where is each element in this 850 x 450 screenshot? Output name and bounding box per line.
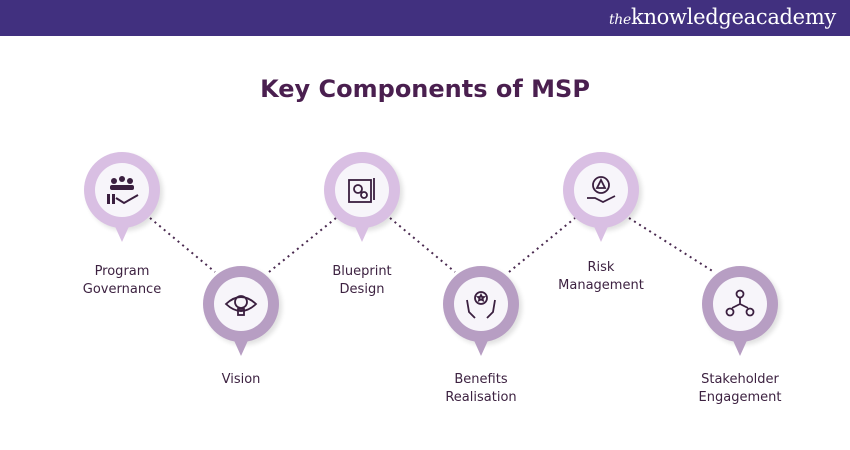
- label-line: Program: [94, 264, 150, 279]
- eye-bulb-icon: [224, 295, 258, 316]
- logo-prefix: the: [608, 12, 632, 28]
- connector-line: [508, 217, 576, 273]
- pin-blueprint-design: [324, 152, 400, 248]
- label-line: Realisation: [445, 390, 517, 405]
- label-line: Risk: [587, 260, 615, 275]
- label-line: Management: [558, 278, 644, 293]
- label-vision: Vision: [171, 371, 311, 389]
- blueprint-icon: [348, 178, 375, 203]
- pin-vision: [203, 266, 279, 362]
- label-line: Engagement: [698, 390, 782, 405]
- header-bar: theknowledgeacademy: [0, 0, 850, 36]
- label-line: Governance: [82, 282, 162, 297]
- logo-main: knowledgeacademy: [631, 5, 836, 29]
- connector-line: [149, 217, 216, 273]
- pin-benefits-realisation: [443, 266, 519, 362]
- brand-logo[interactable]: theknowledgeacademy: [609, 5, 836, 29]
- page-title: Key Components of MSP: [260, 75, 590, 103]
- label-line: Vision: [221, 372, 261, 387]
- stakeholder-network-icon: [725, 289, 755, 317]
- pin-risk-management: [563, 152, 639, 248]
- pin-program-governance: [84, 152, 160, 248]
- label-line: Blueprint: [332, 264, 392, 279]
- label-line: Stakeholder: [701, 372, 779, 387]
- hand-warning-icon: [587, 176, 616, 204]
- label-line: Benefits: [454, 372, 508, 387]
- connector-line: [268, 217, 337, 273]
- connector-line: [389, 217, 456, 273]
- label-line: Design: [339, 282, 385, 297]
- hands-star-icon: [466, 291, 496, 319]
- pin-stakeholder-engagement: [702, 266, 778, 362]
- team-hand-icon: [107, 176, 139, 205]
